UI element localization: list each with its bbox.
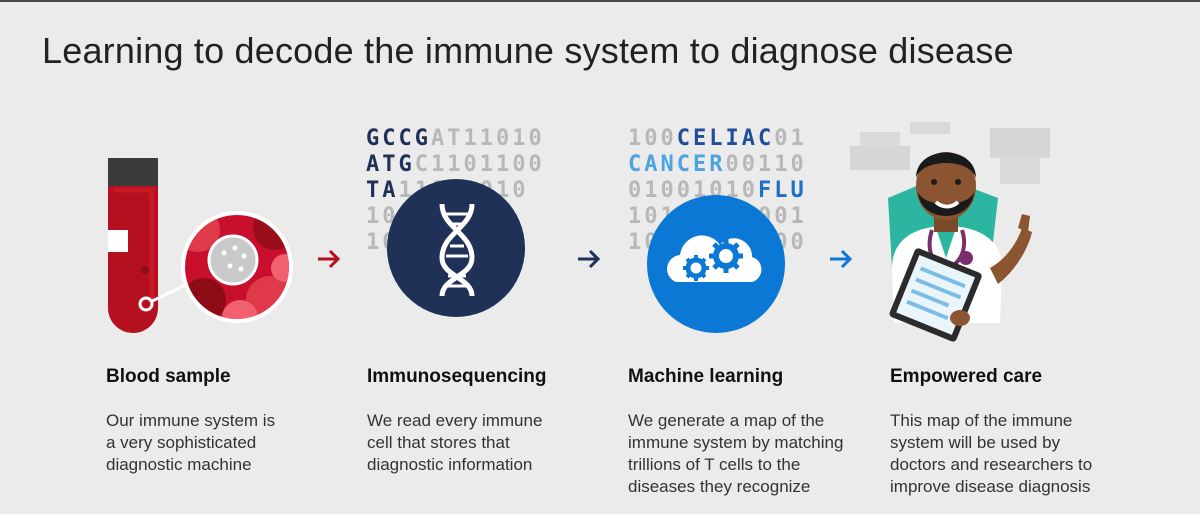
desc-line: system will be used by [890,433,1061,452]
desc-line: diseases they recognize [628,477,811,496]
arrow-right-icon [578,249,601,269]
desc-line: We generate a map of the [628,411,825,430]
desc-line: Our immune system is [106,411,276,430]
sequence-highlight: ATG [366,152,415,177]
desc-line: trillions of T cells to the [628,455,801,474]
desc-line: diagnostic machine [106,455,252,474]
doctor-icon [850,122,1050,342]
sequence-rest: C1101100 [414,152,545,177]
cloud-gears-icon [647,195,785,333]
step-desc-empowered-care: This map of the immune system will be us… [890,410,1130,498]
sequence-rest: AT11010 [430,126,545,151]
top-rule [0,0,1200,2]
arrow-right-icon [830,249,853,269]
desc-line: doctors and researchers to [890,455,1093,474]
ml-code-post: 01 [774,126,807,151]
desc-line: a very sophisticated [106,433,257,452]
ml-disease-word: CELIAC [676,126,775,151]
desc-line: We read every immune [367,411,543,430]
sequence-highlight: TA [366,178,399,203]
desc-line: cell that stores that [367,433,510,452]
step-title-blood-sample: Blood sample [106,366,231,387]
ml-line-1: 100CELIAC01 [628,126,807,152]
step-title-immunosequencing: Immunosequencing [367,366,547,387]
dna-icon [387,179,525,317]
desc-line: immune system by matching [628,433,844,452]
sequence-line-1: GCCGAT11010 [366,126,545,152]
ml-line-3: 01001010FLU [628,178,807,204]
ml-disease-word: FLU [757,178,807,203]
ml-disease-word: CANCER [628,152,726,177]
step-title-machine-learning: Machine learning [628,366,784,387]
blood-tube-icon [108,158,293,333]
sequence-highlight: GCCG [366,126,431,151]
desc-line: This map of the immune [890,411,1073,430]
sequence-line-2: ATGC1101100 [366,152,545,178]
step-desc-immunosequencing: We read every immune cell that stores th… [367,410,607,476]
desc-line: diagnostic information [367,455,533,474]
step-title-empowered-care: Empowered care [890,366,1043,387]
ml-line-2: CANCER00110 [628,152,807,178]
step-desc-blood-sample: Our immune system is a very sophisticate… [106,410,346,476]
ml-code-post: 00110 [725,152,807,177]
step-desc-machine-learning: We generate a map of the immune system b… [628,410,868,498]
arrow-right-icon [318,249,341,269]
desc-line: improve disease diagnosis [890,477,1091,496]
page-title: Learning to decode the immune system to … [42,30,1014,71]
ml-code-pre: 100 [628,126,677,151]
